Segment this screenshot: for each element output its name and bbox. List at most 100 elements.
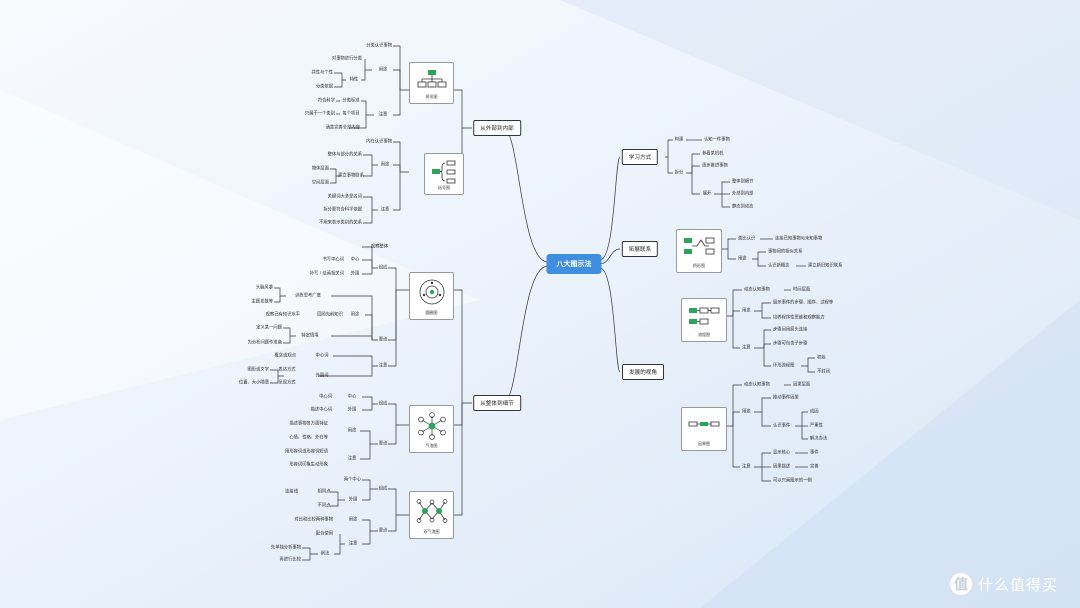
brace-n5[interactable]: 空间层面 [311,180,329,186]
multi-n13[interactable]: 完善 [810,464,819,470]
flow-n4[interactable]: 用途 [742,308,751,314]
circle-n11[interactable]: 用途 [350,312,360,318]
branch-outside-inside[interactable]: 从外部到内部 [473,120,521,136]
bubble-key[interactable]: 要点 [378,441,388,447]
tree-n8[interactable]: 每个项目 [342,111,360,117]
study-n2[interactable]: 认知一件事物 [704,137,730,143]
bubble-n7[interactable]: 用途 [347,428,357,434]
circle-n6[interactable]: 头脑风暴 [255,285,273,291]
study-n5[interactable]: 逐步推进事物 [702,163,728,169]
circle-n17[interactable]: 图形或文字 [247,367,269,373]
double-n1[interactable]: 两个中心 [343,477,361,483]
circle-n13[interactable]: 特定情境 [301,333,319,339]
double-n8[interactable]: 配合使用 [315,531,333,537]
bridge-n1[interactable]: 类比认识 [738,236,756,242]
circle-n12[interactable]: 定义某一问题 [256,325,282,331]
bubble-n5[interactable]: 描述事物各方面特征 [289,421,328,427]
circle-note[interactable]: 注意 [378,363,388,369]
tree-use[interactable]: 用途 [378,67,388,73]
tree-map-card[interactable]: 树形图 [409,62,454,104]
multi-n8[interactable]: 解决办法 [810,436,828,442]
circle-n4[interactable]: 外围 [350,271,360,277]
double-compose[interactable]: 组成 [378,486,388,492]
multi-n12[interactable]: 因果描述 [773,464,791,470]
flow-map-card[interactable]: 流程图 [681,298,727,342]
multi-n7[interactable]: 严重性 [810,423,823,429]
bubble-map-card[interactable]: 气泡图 [409,405,454,453]
circle-n21[interactable]: 呈现方式 [278,380,296,386]
flow-n7[interactable]: 步骤间用箭头连接 [773,327,808,333]
double-n10[interactable]: 先单独分析事物 [270,545,301,551]
bubble-n2[interactable]: 中心 [347,394,357,400]
circle-n7[interactable]: 训练思考广度 [295,293,321,299]
brace-n4[interactable]: 建立事物联系 [338,173,364,179]
study-n9[interactable]: 静态到动态 [732,204,754,210]
bubble-n9[interactable]: 注意 [347,456,357,462]
flow-n2[interactable]: 时间层面 [793,287,811,293]
flow-n10[interactable]: 初始 [817,355,826,361]
bridge-n4[interactable]: 事物间的相似关系 [768,249,803,255]
circle-n19[interactable]: 外围词 [315,373,329,379]
brace-n3[interactable]: 物体层面 [311,166,329,172]
branch-whole-detail[interactable]: 从整体到细节 [473,395,521,411]
study-n3[interactable]: 拆分 [674,170,684,176]
tree-n1[interactable]: 分类认识事物 [366,43,392,49]
circle-compose[interactable]: 组成 [378,265,388,271]
tree-n6[interactable]: 分类标准 [342,98,360,104]
double-n7[interactable]: 用途 [348,517,358,523]
bridge-n3[interactable]: 用途 [738,256,747,262]
double-n4[interactable]: 连接线 [285,489,298,495]
circle-n16[interactable]: 中心词 [315,353,329,359]
tree-note[interactable]: 注意 [378,112,388,118]
study-n1[interactable]: 构建 [674,137,684,143]
brace-note[interactable]: 注意 [380,207,390,213]
double-n3[interactable]: 外围 [348,497,358,503]
bubble-n1[interactable]: 中心词 [319,394,332,400]
tree-n9[interactable]: 涵盖完善全部内容 [325,125,360,131]
multi-n2[interactable]: 因果层面 [793,382,811,388]
circle-map-card[interactable]: 圆圈图 [409,272,454,320]
bubble-n6[interactable]: 心情、性格、外在等 [289,435,328,441]
tree-n3[interactable]: 共性与个性 [311,70,333,76]
double-n12[interactable]: 再进行比较 [279,557,301,563]
brace-n2[interactable]: 整体与部分的关系 [327,152,362,158]
circle-n5[interactable]: 补写 / 绘画相关词 [309,271,344,277]
tree-feature[interactable]: 特性 [349,77,359,83]
flow-n3[interactable]: 展示事件的步骤、顺序、过程等 [773,300,834,306]
flow-n6[interactable]: 注意 [742,345,751,351]
bubble-n3[interactable]: 描述中心词 [310,407,332,413]
study-n6[interactable]: 展开 [702,191,712,197]
brace-n7[interactable]: 拆分要符合科学依据 [323,207,362,213]
bridge-map-card[interactable]: 桥形图 [676,229,722,273]
multi-n10[interactable]: 显示核心 [773,450,791,456]
multi-n11[interactable]: 事件 [810,450,819,456]
study-n7[interactable]: 整体到细节 [732,179,754,185]
tree-n2[interactable]: 对事物进行分类 [331,56,362,62]
circle-n1[interactable]: 观察整体 [370,244,388,250]
double-bubble-map-card[interactable]: 双气泡图 [409,491,454,539]
double-n6[interactable]: 对比和比较两种事物 [294,517,333,523]
double-key[interactable]: 要点 [378,528,388,534]
brace-n8[interactable]: 不用来表示类别的关系 [319,220,362,226]
bridge-n5[interactable]: 认识新概念 [768,263,790,269]
circle-n8[interactable]: 主题发散等 [251,299,273,305]
circle-n18[interactable]: 表达方式 [278,367,296,373]
branch-expand-links[interactable]: 拓展联系 [621,241,659,257]
bridge-n2[interactable]: 连接已知事物与未知事物 [775,236,823,242]
brace-map-card[interactable]: 括号图 [424,153,464,195]
brace-use[interactable]: 用途 [380,162,390,168]
brace-n1[interactable]: 内在认识事物 [366,139,392,145]
flow-n8[interactable]: 步骤可包含子步骤 [773,341,808,347]
multi-n5[interactable]: 认识事件 [773,423,791,429]
multi-n6[interactable]: 成因 [810,409,819,415]
circle-n20[interactable]: 位置、大小随意 [238,380,269,386]
flow-n1[interactable]: 动态认知事物 [744,287,770,293]
multi-n9[interactable]: 注意 [742,464,751,470]
double-n11[interactable]: 例法 [320,551,330,557]
bubble-n8[interactable]: 用形容词或形容词短语 [285,449,328,455]
double-n5[interactable]: 不同点 [317,503,331,509]
branch-development-view[interactable]: 发展的视角 [622,364,664,380]
flow-n5[interactable]: 培养程序性思维和观察能力 [773,315,825,321]
central-topic[interactable]: 八大图示法 [546,254,602,274]
double-n2[interactable]: 相同点 [317,489,331,495]
